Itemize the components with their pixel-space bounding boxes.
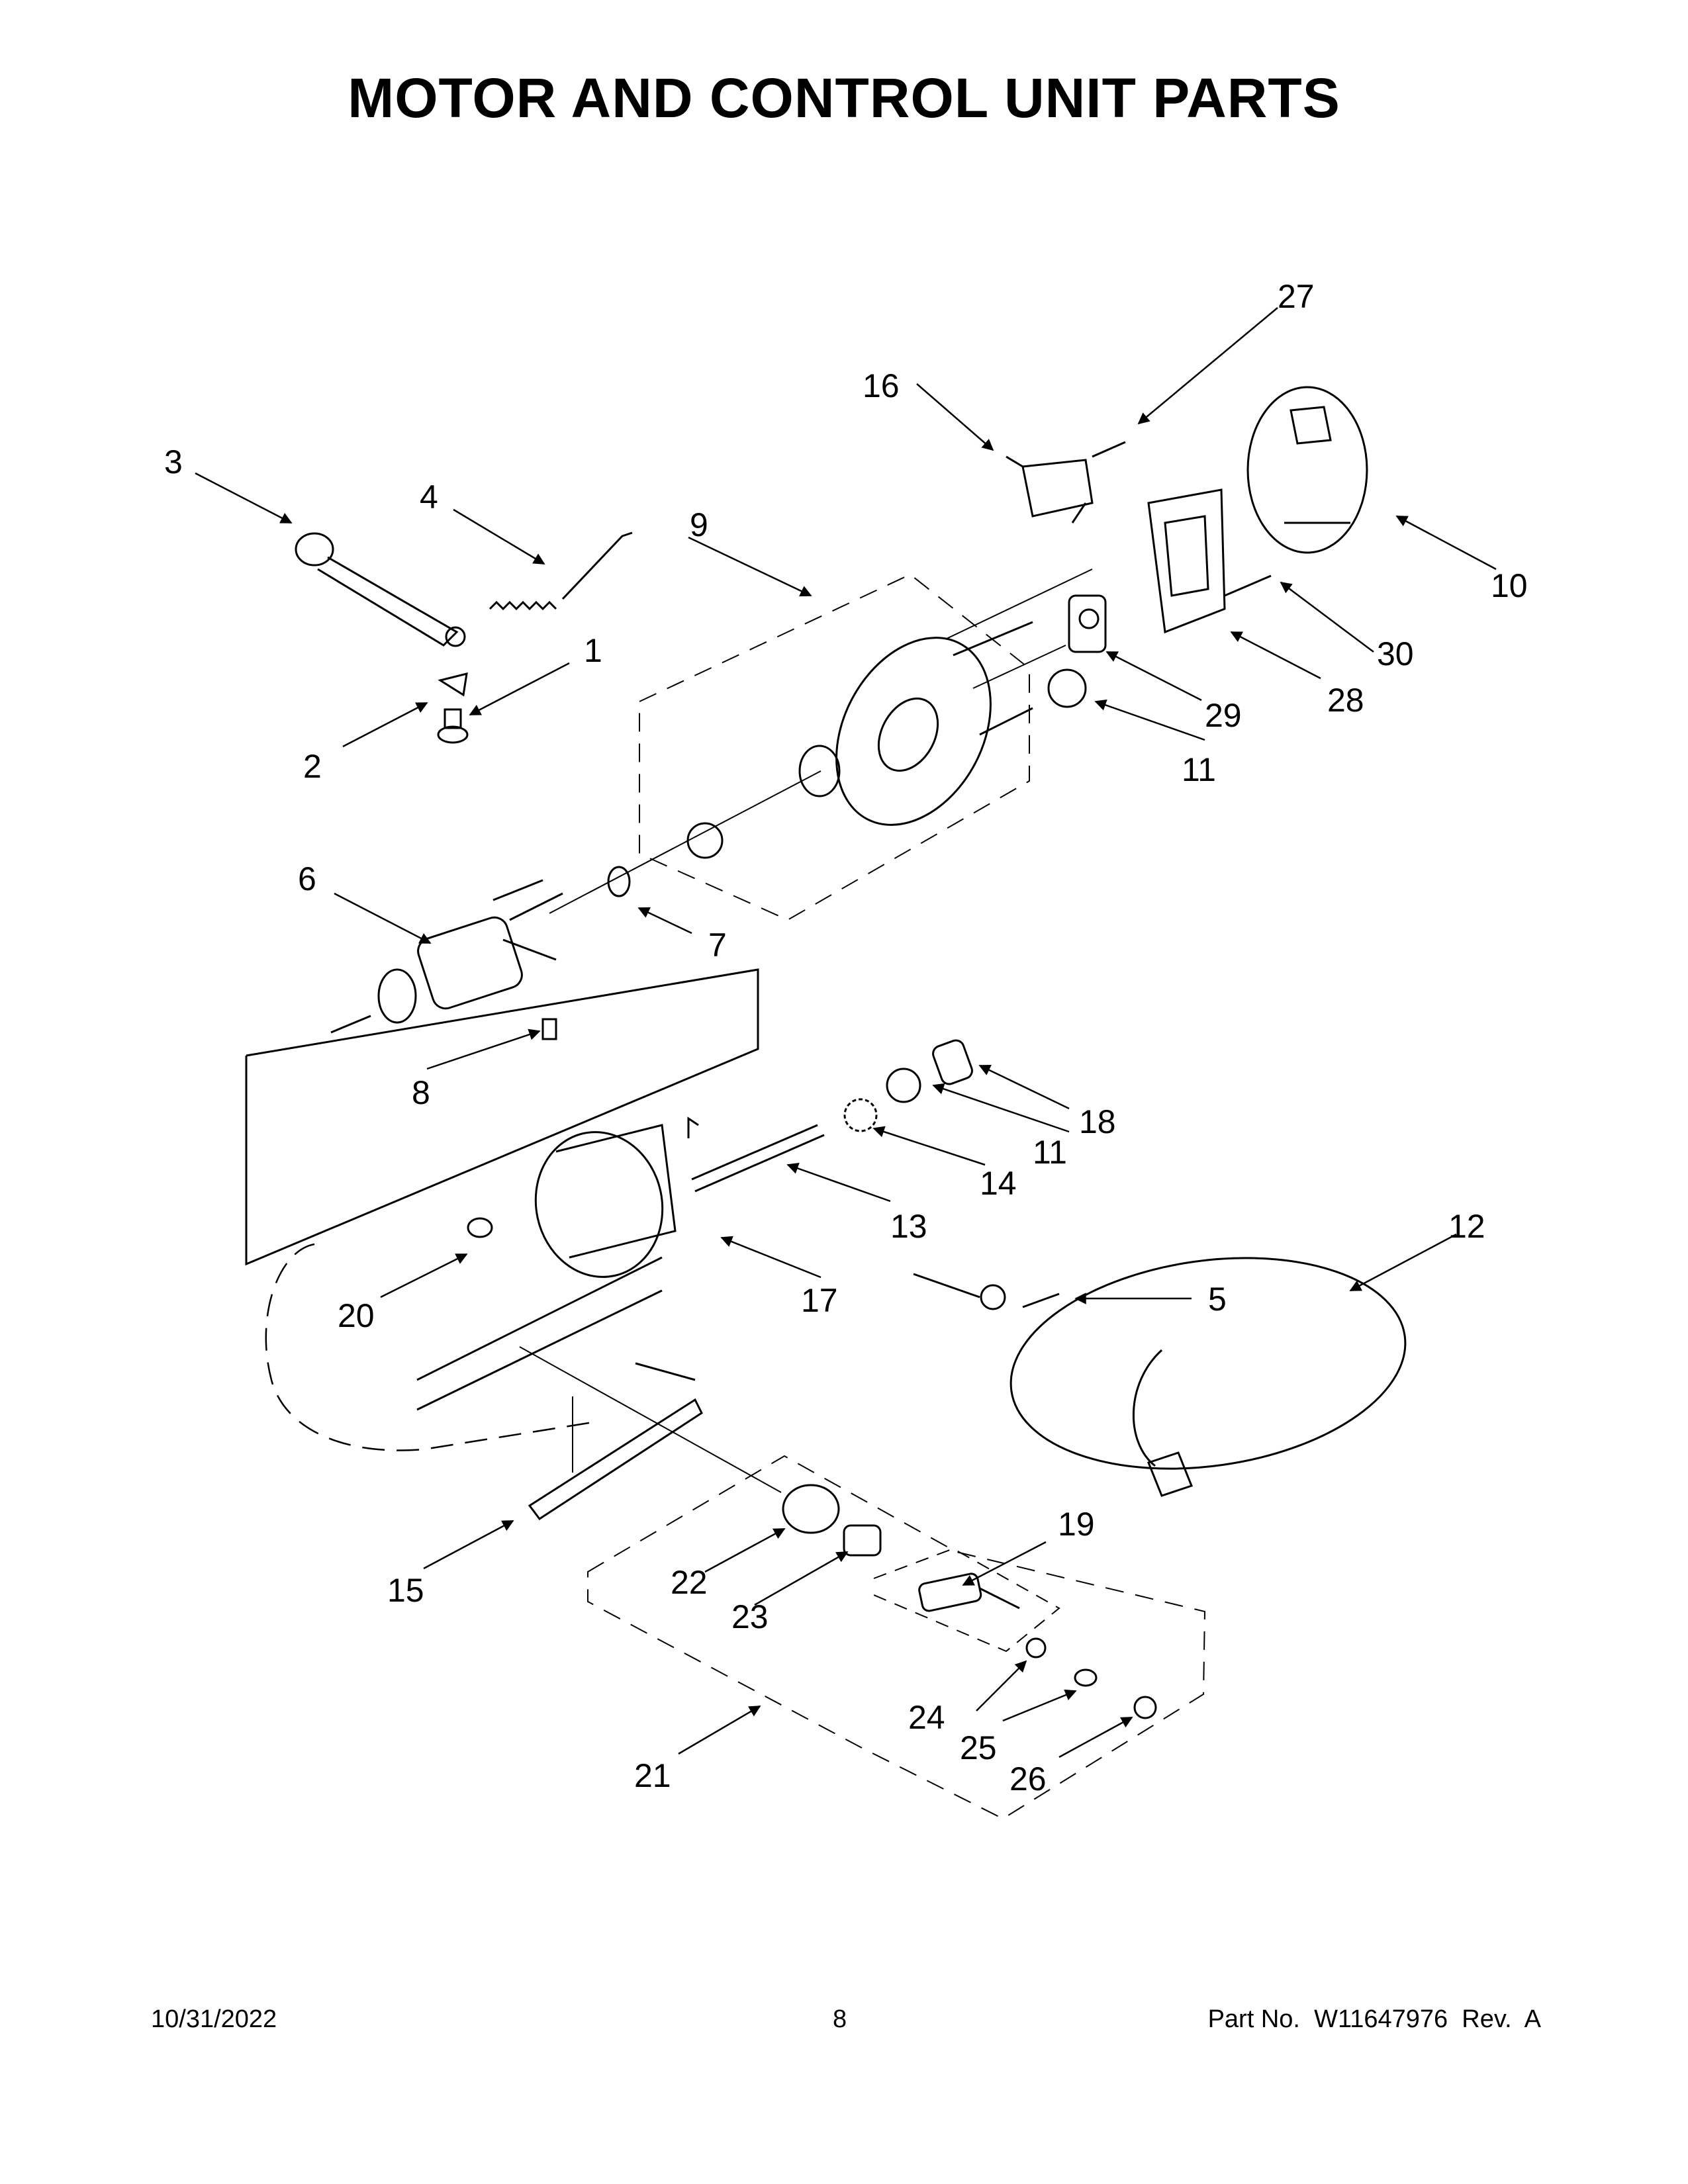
armature-icon: [330, 879, 563, 1034]
callout-label: 22: [671, 1564, 708, 1601]
callout-label: 21: [634, 1757, 671, 1794]
gear-washer-icon: [843, 1098, 878, 1132]
sleeve-icon: [932, 1039, 973, 1085]
coupling-23-icon: [843, 1524, 882, 1557]
callout-label: 30: [1377, 635, 1414, 672]
motor-housing-outline: [265, 1243, 590, 1451]
page-title: MOTOR AND CONTROL UNIT PARTS: [348, 67, 1340, 129]
set-screw-20-icon: [467, 1217, 493, 1238]
callout-label: 9: [690, 506, 708, 543]
screw-icon: [437, 708, 469, 744]
bushing-24-icon: [1025, 1637, 1047, 1659]
spring-25-icon: [1074, 1668, 1098, 1687]
washer-icon: [607, 866, 631, 897]
speed-control-assembly-box: [587, 1455, 1206, 1820]
callout-label: 8: [412, 1074, 430, 1111]
knob-26-icon: [1133, 1696, 1157, 1719]
callout-label: 24: [908, 1699, 945, 1736]
control-board-icon: [1147, 488, 1226, 634]
screw-5-icon: [1022, 1293, 1060, 1308]
callout-label: 16: [863, 367, 900, 404]
terminal-block-icon: [1006, 455, 1094, 523]
callout-label: 12: [1448, 1208, 1485, 1245]
callout-label: 25: [960, 1729, 997, 1766]
speed-control-inner-box: [873, 1547, 1060, 1653]
callout-label: 6: [298, 860, 316, 897]
callout-label: 28: [1327, 682, 1364, 719]
callout-label: 29: [1205, 697, 1242, 734]
callout-label: 10: [1491, 567, 1528, 604]
callout-label: 2: [303, 748, 322, 785]
brush-icon: [541, 1018, 557, 1040]
rheostat-icon: [1068, 594, 1107, 653]
callout-label: 7: [708, 927, 727, 964]
callout-label: 4: [420, 478, 438, 516]
callout-label: 15: [387, 1572, 424, 1609]
footer-date: 10/31/2022: [151, 2005, 277, 2033]
footer-part-number: Part No. W11647976 Rev. A: [1207, 2005, 1541, 2033]
motor-housing-icon: [416, 1116, 699, 1411]
callout-label: 1: [584, 632, 602, 669]
callout-label: 5: [1208, 1281, 1227, 1318]
callout-label: 20: [338, 1297, 375, 1334]
callout-label: 3: [164, 443, 183, 480]
callout-label: 27: [1278, 278, 1315, 315]
shaft-19-icon: [918, 1572, 1020, 1612]
callout-label: 14: [980, 1165, 1017, 1202]
bearing-11-mid-icon: [886, 1068, 921, 1103]
armature-group-outline: [245, 968, 759, 1266]
callout-label: 17: [801, 1282, 838, 1319]
cover-10-icon: [1246, 386, 1368, 554]
screw-27-icon: [1092, 441, 1126, 458]
footer-page-number: 8: [833, 2005, 847, 2033]
spring-icon: [489, 531, 633, 611]
callout-label: 13: [890, 1208, 927, 1245]
callout-label: 11: [1033, 1134, 1067, 1171]
callout-labels: 1 2 3 4 5 6 7 8 9 10 11 11 12 13 14 15 1…: [164, 278, 1528, 1797]
callout-label: 23: [731, 1598, 769, 1635]
leader-arrows: [195, 307, 1497, 1758]
screw-30-icon: [1224, 574, 1272, 597]
phase-lever-icon: [295, 532, 466, 647]
callout-label: 19: [1058, 1506, 1095, 1543]
power-cord-icon: [913, 1257, 1407, 1497]
callout-label: 18: [1079, 1103, 1116, 1140]
worm-shaft-icon: [691, 1124, 825, 1193]
callout-label: 26: [1009, 1760, 1047, 1797]
end-cover-icon: [686, 621, 1033, 859]
bearing-11-top-icon: [1047, 668, 1087, 708]
speed-lever-icon: [528, 1362, 703, 1521]
coupling-22-icon: [782, 1484, 840, 1534]
end-cover-assembly-box: [639, 573, 1030, 921]
retainer-icon: [438, 672, 468, 697]
callout-label: 11: [1182, 751, 1216, 788]
